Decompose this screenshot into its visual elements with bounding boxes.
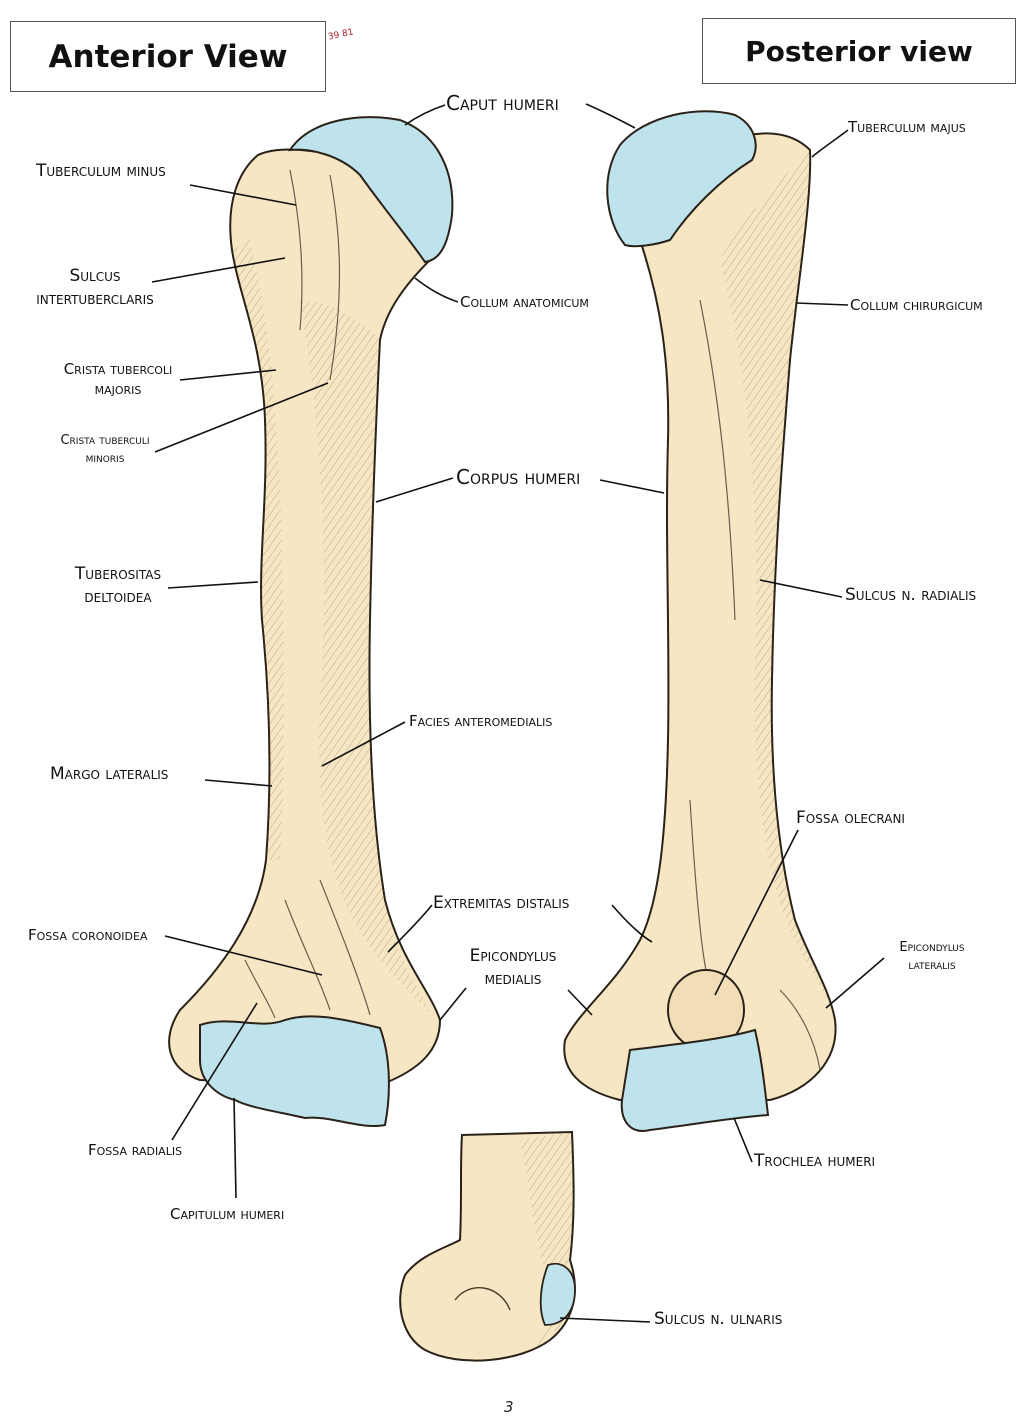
posterior-bone-shading (720, 150, 835, 1020)
label-epicondylus-lateralis-line1: Epicondylus (899, 940, 965, 955)
leader-capitulum (233, 1097, 237, 1199)
distal-sulcus-n-ulnaris (539, 1262, 576, 1326)
anterior-bone-shading (300, 300, 435, 1020)
label-sulcus-intertubercularis-line1: Sulcus (69, 266, 121, 286)
leader-sulcus-ulnaris (559, 1317, 651, 1323)
label-tuberculum-majus: Tuberculum majus (848, 118, 966, 136)
leader-epicondylus-medialis-left (439, 987, 467, 1021)
label-trochlea-humeri: Trochlea humeri (754, 1151, 876, 1171)
label-corpus-humeri: Corpus humeri (456, 465, 581, 489)
label-margo-lateralis: Margo lateralis (50, 764, 169, 784)
label-crista-minoris-line2: minoris (85, 450, 125, 466)
label-sulcus-n-ulnaris: Sulcus n. ulnaris (654, 1309, 783, 1329)
leader-facies (321, 721, 406, 767)
posterior-humerus (563, 110, 837, 1132)
leader-extremitas-left (387, 904, 433, 953)
leader-collum-chirurgicum (795, 302, 849, 306)
label-fossa-olecrani: Fossa olecrani (796, 808, 905, 828)
label-collum-anatomicum: Collum anatomicum (460, 293, 589, 311)
label-sulcus-n-radialis: Sulcus n. radialis (845, 585, 977, 605)
label-tuberositas-deltoidea: Tuberositas deltoidea (48, 563, 188, 609)
leader-sulcus-inter (151, 257, 286, 283)
leader-fossa-radialis (171, 1002, 258, 1141)
posterior-caput-humeri (606, 110, 757, 248)
leader-tuberositas (167, 581, 259, 589)
label-sulcus-intertubercularis-line2: intertuberclaris (36, 288, 154, 309)
label-crista-minoris-line1: Crista tuberculi (60, 433, 150, 448)
label-extremitas-distalis: Extremitas distalis (433, 893, 570, 913)
posterior-trochlea (620, 1028, 770, 1132)
posterior-view-title: Posterior view (745, 34, 973, 68)
label-caput-humeri: Caput humeri (446, 91, 559, 115)
leader-epicondylus-lateralis (825, 957, 885, 1009)
leader-collum-anatomicum (414, 277, 459, 303)
anterior-capitulum-trochlea (199, 1015, 390, 1127)
page-number: 3 (504, 1398, 514, 1416)
label-epicondylus-lateralis-line2: lateralis (908, 957, 956, 973)
leader-margo (204, 779, 273, 787)
leader-crista-majoris (179, 369, 277, 381)
leader-tuberculum-majus (811, 129, 849, 158)
anterior-view-title: Anterior View (48, 38, 288, 75)
label-tuberositas-line1: Tuberositas (74, 564, 162, 584)
leader-fossa-coronoidea (164, 935, 323, 976)
label-collum-chirurgicum: Collum chirurgicum (850, 296, 983, 314)
label-crista-majoris-line2: majoris (94, 380, 142, 399)
anterior-humerus (168, 116, 454, 1127)
label-fossa-radialis: Fossa radialis (88, 1141, 183, 1159)
label-epicondylus-medialis-line1: Epicondylus (469, 946, 557, 966)
label-tuberculum-minus: Tuberculum minus (36, 161, 166, 181)
anterior-view-title-box: Anterior View (10, 21, 326, 92)
leader-crista-minoris (154, 382, 329, 453)
posterior-view-title-box: Posterior view (702, 18, 1016, 84)
anterior-lateral-shading (232, 240, 284, 860)
leader-epicondylus-medialis-right (567, 989, 593, 1016)
label-epicondylus-medialis: Epicondylus medialis (448, 945, 578, 991)
label-tuberositas-line2: deltoidea (84, 586, 152, 607)
label-facies-anteromedialis: Facies anteromedialis (409, 712, 553, 730)
leader-caput-left (404, 104, 446, 126)
leader-caput-right (585, 103, 636, 129)
label-epicondylus-medialis-line2: medialis (484, 968, 542, 989)
label-crista-majoris-line1: Crista tubercoli (63, 360, 173, 378)
leader-sulcus-radialis (759, 579, 843, 598)
leader-corpus-left (375, 477, 454, 503)
anterior-bone-body (168, 148, 442, 1087)
leader-corpus-right (599, 479, 665, 494)
leader-lines (151, 103, 885, 1323)
leader-extremitas-right (611, 904, 653, 943)
leader-tuberculum-minus (189, 184, 297, 206)
distal-humerus-view (399, 1130, 576, 1362)
leader-trochlea (733, 1117, 753, 1163)
label-crista-tubercoli-majoris: Crista tubercoli majoris (48, 359, 188, 400)
anterior-caput-humeri (287, 116, 454, 264)
leader-fossa-olecrani (714, 829, 799, 996)
label-capitulum-humeri: Capitulum humeri (170, 1205, 285, 1223)
label-fossa-coronoidea: Fossa coronoidea (28, 926, 148, 944)
label-epicondylus-lateralis: Epicondylus lateralis (874, 939, 990, 974)
label-sulcus-intertubercularis: Sulcus intertuberclaris (20, 265, 170, 311)
label-crista-tuberculi-minoris: Crista tuberculi minoris (42, 432, 168, 467)
